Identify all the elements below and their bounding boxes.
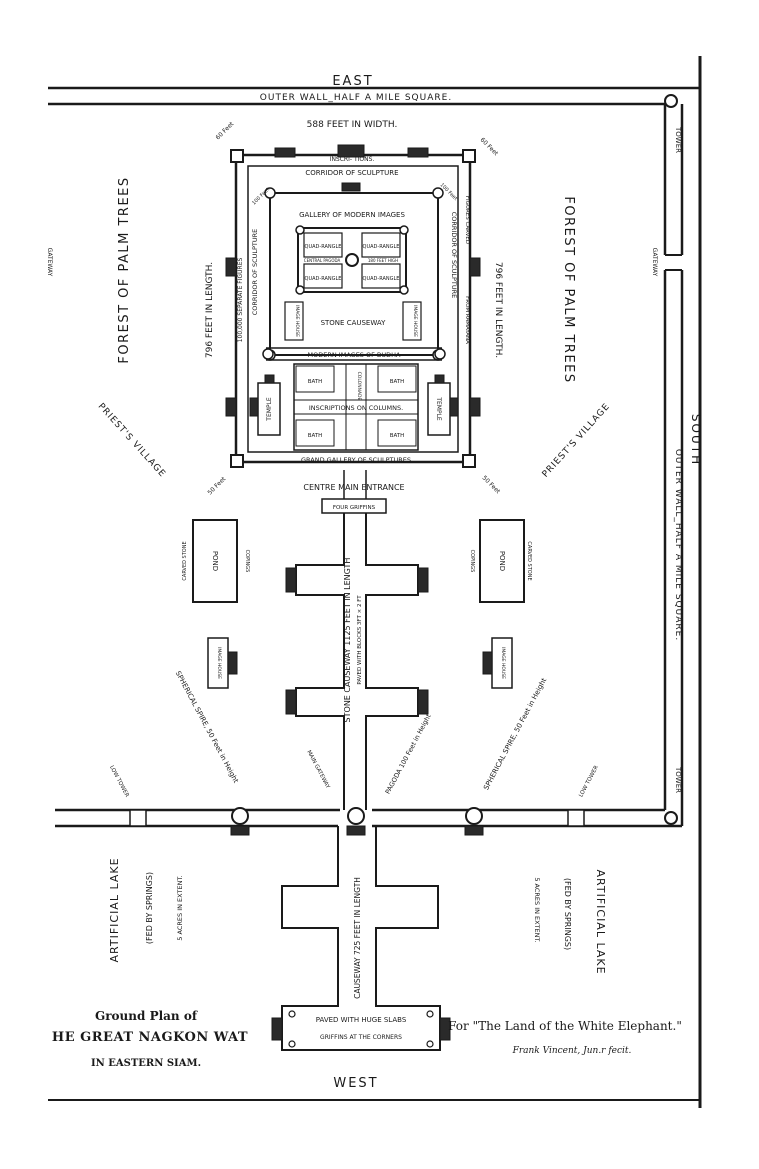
credit-line2: Frank Vincent, Jun.r fecit. (512, 1046, 632, 1056)
paved-huge-slabs: PAVED WITH HUGE SLABS (316, 1016, 407, 1024)
figures-carved-right: FIGURES CARVED (464, 196, 470, 244)
spherical-spire-left: SPHERICAL SPIRE, 50 Feet in Height (174, 670, 240, 785)
low-tower-left: LOW TOWER (108, 765, 130, 799)
bath-2: BATH (390, 379, 405, 385)
acres-right: 5 ACRES IN EXTENT. (533, 877, 541, 942)
centre-main-entrance: CENTRE MAIN ENTRANCE (303, 483, 404, 492)
quadrangle-1: QUAD-RANGLE (305, 244, 342, 250)
figures-left: 100,000 SEPARATE FIGURES (237, 258, 244, 343)
main-causeway (271, 513, 451, 1051)
east-label: EAST (332, 74, 373, 89)
tower-marker-top (664, 94, 678, 108)
carved-stone-left: CARVED STONE (182, 541, 188, 580)
west-wall-features (129, 807, 678, 836)
image-house-outer-left: IMAGE HOUSE (216, 647, 222, 679)
griffins-corners: GRIFFINS AT THE CORNERS (320, 1034, 402, 1041)
causeway-725: CAUSEWAY 725 FEET IN LENGTH (353, 877, 362, 999)
colonnade-label: COLONNADE (356, 372, 362, 401)
credit-line1: For "The Land of the White Elephant." (448, 1019, 682, 1033)
outer-wall-top-label: OUTER WALL_HALF A MILE SQUARE. (260, 93, 452, 103)
pond-right: POND (498, 551, 506, 571)
temple-left: TEMPLE (266, 397, 273, 422)
corridor-sculpture-left: CORRIDOR OF SCULPTURE (251, 229, 259, 316)
feet-60-right: 60 Feet (479, 136, 500, 157)
main-gateway-label: MAIN GATEWAY (305, 749, 330, 790)
width-label: 588 FEET IN WIDTH. (307, 120, 398, 130)
grand-gallery-label: GRAND GALLERY OF SCULPTURES (301, 456, 411, 464)
gateway-label-left: GATEWAY (46, 248, 53, 277)
priests-village-right: PRIEST'S VILLAGE (541, 402, 613, 480)
corridor-sculpture-right: CORRIDOR OF SCULPTURE (450, 212, 458, 299)
acres-left: 5 ACRES IN EXTENT. (176, 875, 184, 940)
caption-line3: IN EASTERN SIAM. (91, 1058, 201, 1069)
quadrangle-4: QUAD-RANGLE (363, 276, 400, 282)
image-house-left: IMAGE HOUSE (294, 305, 300, 337)
inscriptions-columns: INSCRIPTIONS ON COLUMNS. (309, 404, 403, 412)
central-pagoda-label: CENTRAL PAGODA (304, 258, 341, 263)
temple-right: TEMPLE (435, 396, 442, 421)
south-label: SOUTH (689, 414, 703, 466)
fed-by-springs-right: (FED BY SPRINGS) (563, 878, 572, 950)
grounds (192, 519, 525, 689)
quadrangle-2: QUAD-RANGLE (363, 244, 400, 250)
corridor-sculpture-top: CORRIDOR OF SCULPTURE (305, 169, 398, 177)
tower-label-bottom: TOWER (674, 766, 682, 793)
bath-1: BATH (308, 379, 323, 385)
fed-by-springs-left: (FED BY SPRINGS) (145, 872, 154, 944)
bath-3: BATH (308, 433, 323, 439)
outer-wall-right-label: OUTER WALL_HALF A MILE SQUARE. (673, 449, 683, 641)
length-label-left: 796 FEET IN LENGTH. (205, 262, 215, 358)
carved-stone-right: CARVED STONE (526, 541, 532, 580)
forest-palm-right: FOREST OF PALM TREES (561, 196, 576, 383)
feet-50-left: 50 Feet (206, 475, 227, 496)
gateway-label-right: GATEWAY (651, 248, 658, 277)
paved-with-blocks: PAVED WITH BLOCKS 3FT × 2 FT (357, 595, 363, 685)
feet-60-left: 60 Feet (214, 120, 235, 141)
pagoda-height-label: PAGODA 100 Feet in Height (384, 712, 433, 795)
central-pagoda-height: 180 FEET HIGH (368, 258, 398, 263)
pond-left: POND (211, 551, 219, 571)
caption-line2: HE GREAT NAGKON WAT (52, 1030, 248, 1045)
central-pagoda-marker (345, 253, 359, 267)
four-griffins: FOUR GRIFFINS (333, 505, 376, 511)
copings-right: COPINGS (469, 550, 475, 573)
spherical-spire-right: SPHERICAL SPIRE, 50 Feet in Height (482, 676, 548, 791)
caption-line1: Ground Plan of (95, 1009, 198, 1023)
tower-label-top: TOWER (674, 126, 682, 153)
stone-causeway-length: STONE CAUSEWAY 1125 FEET IN LENGTH (343, 558, 352, 723)
artificial-lake-left: ARTIFICIAL LAKE (108, 857, 121, 962)
temple-complex (225, 144, 481, 514)
image-house-outer-right: IMAGE HOUSE (500, 647, 506, 679)
gallery-modern-images: GALLERY OF MODERN IMAGES (299, 211, 405, 219)
outer-wall (48, 56, 702, 1108)
priests-village-left: PRIEST'S VILLAGE (96, 402, 168, 480)
image-house-right: IMAGE HOUSE (412, 305, 418, 337)
modern-images-budha: MODERN IMAGES OF BUDHA (308, 351, 402, 359)
length-label-right: 796 FEET IN LENGTH. (493, 262, 503, 358)
quadrangle-3: QUAD-RANGLE (305, 276, 342, 282)
feet-50-right: 50 Feet (481, 474, 502, 495)
stone-causeway-inner: STONE CAUSEWAY (321, 319, 387, 327)
artificial-lake-right: ARTIFICIAL LAKE (594, 869, 607, 974)
west-label: WEST (333, 1076, 378, 1091)
low-tower-right: LOW TOWER (578, 765, 600, 799)
forest-palm-left: FOREST OF PALM TREES (117, 176, 132, 363)
copings-left: COPINGS (244, 550, 250, 573)
inscriptions-top: INSCRI- TIONS. (330, 156, 375, 163)
from-ramayana-right: FROM RAMAYANA (464, 296, 470, 344)
bath-4: BATH (390, 433, 405, 439)
